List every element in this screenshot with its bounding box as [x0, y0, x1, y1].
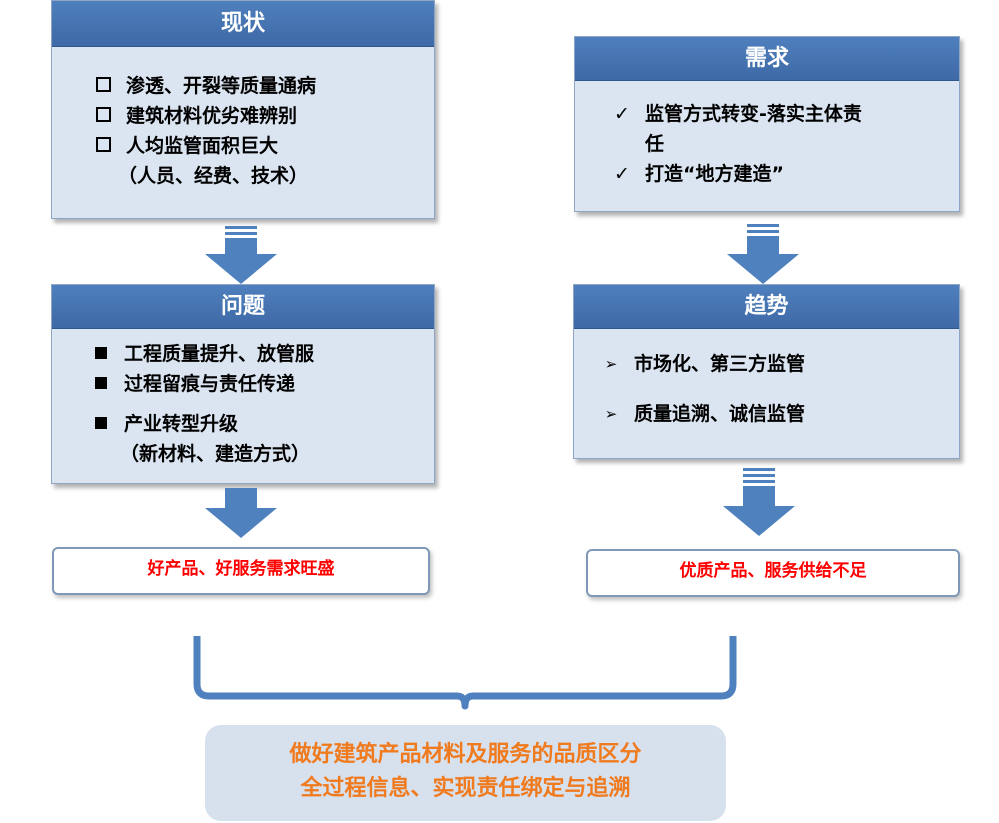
filled-square-bullet-icon: [86, 339, 116, 369]
conclusion-line-1: 做好建筑产品材料及服务的品质区分: [289, 742, 642, 767]
problem-box: 问题 工程质量提升、放管服 过程留痕与责任传递 产业转型升级 （新材料、建造方式…: [51, 284, 435, 484]
problem-item-2: 过程留痕与责任传递: [124, 373, 296, 395]
list-item: ➢ 质量追溯、诚信监管: [596, 399, 959, 429]
status-box: 现状 渗透、开裂等质量通病 建筑材料优劣难辨别 人均监管面积巨大 （人员、经费、…: [51, 0, 435, 219]
demand-item-1: 监管方式转变-落实主体责: [645, 103, 862, 125]
demand-box-title: 需求: [575, 37, 959, 81]
status-item-2: 建筑材料优劣难辨别: [126, 105, 298, 127]
demand-item-1-continued: 任: [645, 133, 665, 155]
down-arrow-icon: [723, 468, 795, 536]
trend-item-1: 市场化、第三方监管: [634, 353, 806, 375]
brace-connector: [193, 636, 737, 710]
status-box-body: 渗透、开裂等质量通病 建筑材料优劣难辨别 人均监管面积巨大 （人员、经费、技术）: [52, 47, 434, 191]
status-box-title: 现状: [52, 1, 434, 47]
list-item: 产业转型升级: [86, 409, 434, 439]
list-item: 过程留痕与责任传递: [86, 369, 434, 399]
list-item: ➢ 市场化、第三方监管: [596, 349, 959, 379]
list-item: 渗透、开裂等质量通病: [88, 71, 434, 101]
problem-box-body: 工程质量提升、放管服 过程留痕与责任传递 产业转型升级 （新材料、建造方式）: [52, 329, 434, 469]
left-result-box: 好产品、好服务需求旺盛: [52, 547, 430, 595]
status-item-3-sub: （人员、经费、技术）: [118, 165, 309, 187]
open-square-bullet-icon: [88, 131, 118, 161]
problem-item-3: 产业转型升级: [124, 413, 239, 435]
trend-box-body: ➢ 市场化、第三方监管 ➢ 质量追溯、诚信监管: [574, 329, 959, 429]
check-mark-icon: ✓: [614, 163, 630, 185]
list-item: ✓ 监管方式转变-落实主体责: [607, 99, 959, 129]
check-mark-icon: ✓: [614, 103, 630, 125]
filled-square-bullet-icon: [86, 409, 116, 439]
filled-square-bullet-icon: [86, 369, 116, 399]
list-item: 工程质量提升、放管服: [86, 339, 434, 369]
arrowhead-bullet-icon: ➢: [604, 405, 618, 423]
open-square-bullet-icon: [88, 71, 118, 101]
problem-box-title: 问题: [52, 285, 434, 329]
arrowhead-bullet-icon: ➢: [604, 355, 618, 373]
list-item: 建筑材料优劣难辨别: [88, 101, 434, 131]
open-square-bullet-icon: [88, 101, 118, 131]
problem-item-3-sub: （新材料、建造方式）: [120, 443, 311, 465]
problem-item-1: 工程质量提升、放管服: [124, 343, 315, 365]
demand-box-body: ✓ 监管方式转变-落实主体责 任 ✓ 打造“地方建造”: [575, 81, 959, 189]
trend-box: 趋势 ➢ 市场化、第三方监管 ➢ 质量追溯、诚信监管: [573, 284, 960, 459]
down-arrow-icon: [205, 226, 277, 284]
list-item: ✓ 打造“地方建造”: [607, 159, 959, 189]
down-arrow-icon: [727, 224, 799, 284]
conclusion-line-2: 全过程信息、实现责任绑定与追溯: [300, 776, 631, 801]
demand-box: 需求 ✓ 监管方式转变-落实主体责 任 ✓ 打造“地方建造”: [574, 36, 960, 212]
conclusion-box: 做好建筑产品材料及服务的品质区分 全过程信息、实现责任绑定与追溯: [205, 725, 726, 821]
status-item-3: 人均监管面积巨大: [126, 135, 279, 157]
right-result-box: 优质产品、服务供给不足: [586, 549, 960, 597]
status-item-1: 渗透、开裂等质量通病: [126, 75, 317, 97]
list-item: 人均监管面积巨大: [88, 131, 434, 161]
trend-item-2: 质量追溯、诚信监管: [634, 403, 806, 425]
demand-item-2: 打造“地方建造”: [645, 163, 784, 185]
trend-box-title: 趋势: [574, 285, 959, 329]
down-arrow-icon: [205, 488, 277, 538]
